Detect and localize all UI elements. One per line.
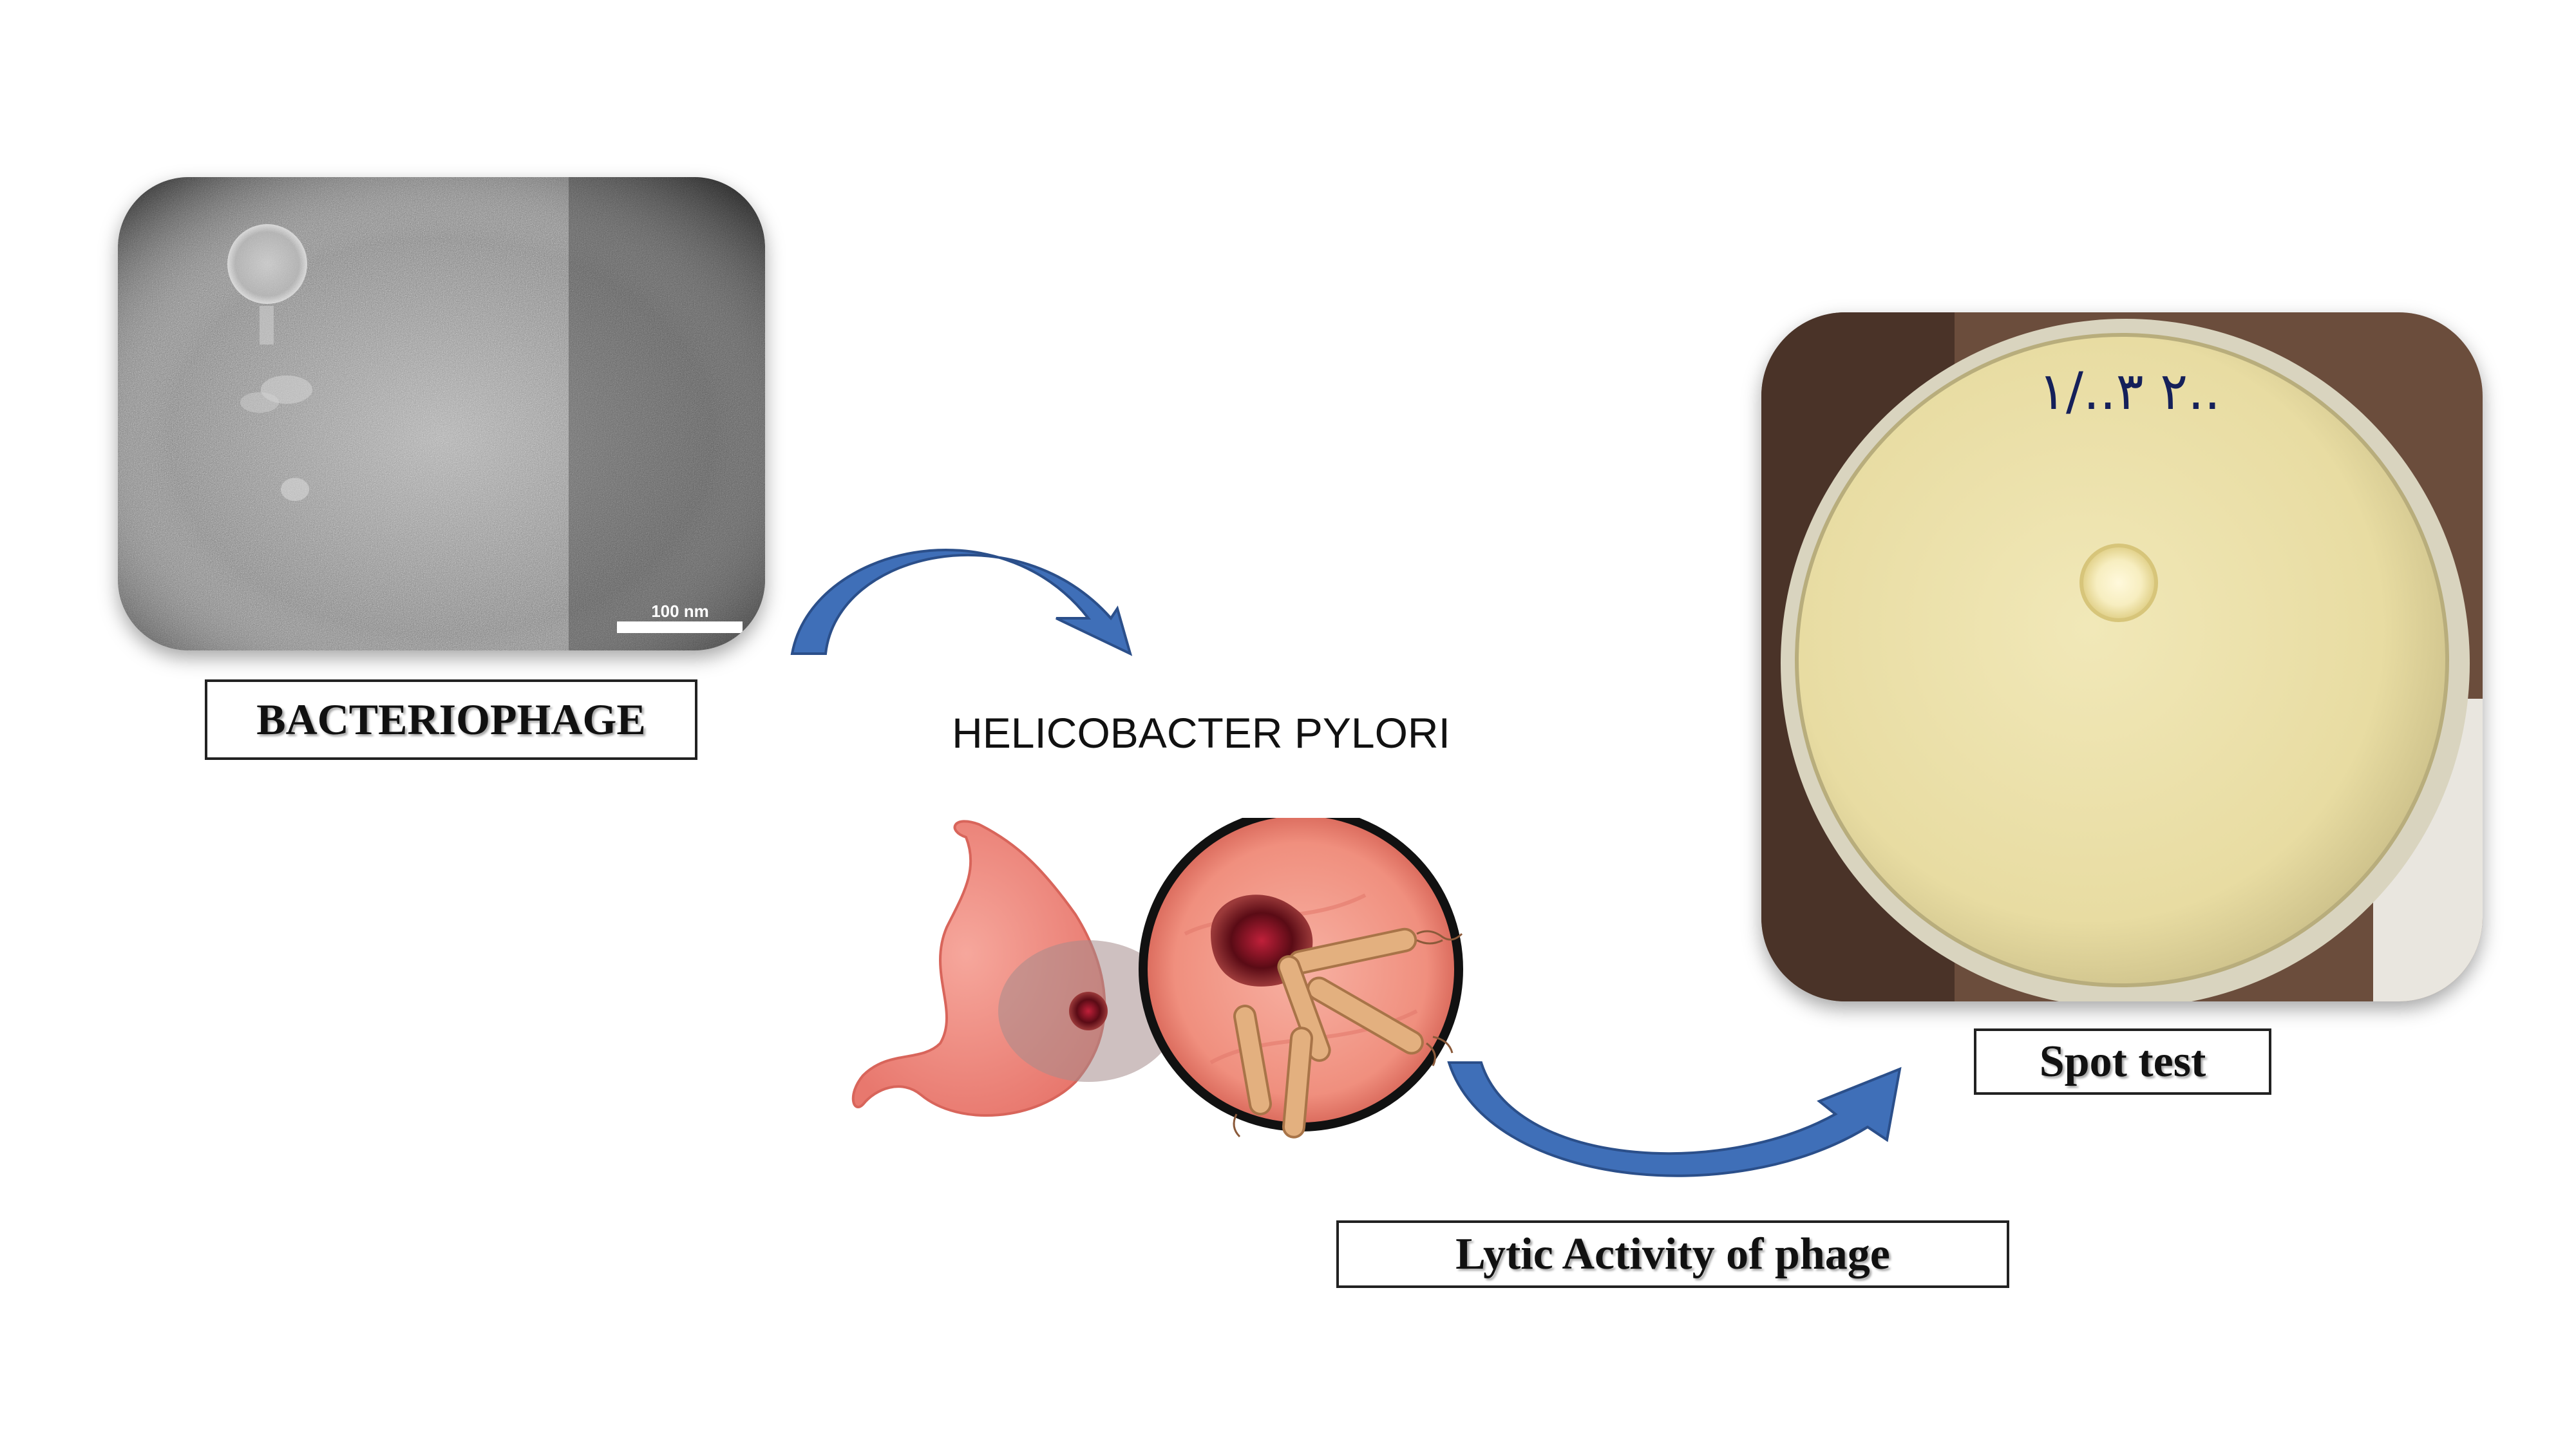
arrow-phage-to-pylori bbox=[790, 549, 1133, 656]
bacteriophage-label-box: BACTERIOPHAGE bbox=[205, 679, 697, 760]
helicobacter-label: HELICOBACTER PYLORI bbox=[952, 709, 1450, 757]
plate-handwriting: ٢ ٣../١.. bbox=[2038, 361, 2221, 421]
scale-bar-label: 100 nm bbox=[651, 601, 709, 621]
arrow-pylori-to-spottest bbox=[1447, 1061, 1902, 1177]
bacteriophage-tem-image: 100 nm bbox=[118, 177, 765, 650]
tem-micrograph: 100 nm bbox=[118, 177, 765, 650]
stomach-illustration bbox=[851, 818, 1463, 1139]
spot-test-plate-image: ٢ ٣../١.. bbox=[1761, 312, 2483, 1001]
lytic-label: Lytic Activity of phage bbox=[1455, 1229, 1890, 1279]
bacteriophage-label: BACTERIOPHAGE bbox=[256, 695, 646, 744]
petri-dish: ٢ ٣../١.. bbox=[1761, 312, 2483, 1001]
lytic-label-box: Lytic Activity of phage bbox=[1336, 1220, 2009, 1288]
spot-test-label: Spot test bbox=[2039, 1036, 2206, 1086]
spot-test-label-box: Spot test bbox=[1974, 1028, 2271, 1095]
bacteria-rods bbox=[1233, 927, 1424, 1139]
